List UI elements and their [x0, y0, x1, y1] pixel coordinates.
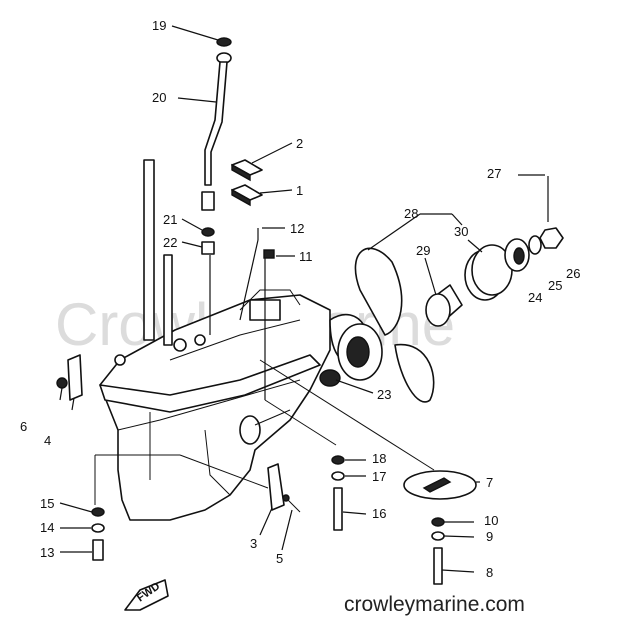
callout-9: 9: [486, 529, 493, 544]
callout-2: 2: [296, 136, 303, 151]
callout-24: 24: [528, 290, 542, 305]
callouts: 19 20 2 1 21 22 12 11 28 29 30 27 26 25 …: [20, 18, 580, 580]
bolt-8: [433, 547, 443, 585]
callout-13: 13: [40, 545, 54, 560]
washer-9: [431, 531, 445, 541]
callout-25: 25: [548, 278, 562, 293]
propeller-28: [329, 247, 435, 403]
bolt-6: [56, 377, 68, 389]
spacer-29: [425, 284, 463, 327]
callout-12: 12: [290, 221, 304, 236]
fwd-arrow: FWD: [124, 579, 169, 611]
callout-23: 23: [377, 387, 391, 402]
callout-11: 11: [299, 249, 313, 264]
callout-10: 10: [484, 513, 498, 528]
callout-22: 22: [163, 235, 177, 250]
bolt-16: [333, 487, 343, 531]
callout-18: 18: [372, 451, 386, 466]
nut-22: [201, 241, 215, 255]
washer-17: [331, 471, 345, 481]
callout-26: 26: [566, 266, 580, 281]
callout-16: 16: [372, 506, 386, 521]
callout-1: 1: [296, 183, 303, 198]
callout-28: 28: [404, 206, 418, 221]
shift-rod-assembly: [201, 37, 232, 211]
callout-5: 5: [276, 551, 283, 566]
bolt-13: [92, 539, 104, 561]
washer-25: [528, 235, 542, 255]
washer-14: [91, 523, 105, 533]
callout-3: 3: [250, 536, 257, 551]
prop-nut-26: [539, 227, 564, 249]
callout-7: 7: [486, 475, 493, 490]
callout-27: 27: [487, 166, 501, 181]
bushing-30: [464, 244, 513, 301]
callout-17: 17: [372, 469, 386, 484]
callout-21: 21: [163, 212, 177, 227]
lower-casing: [99, 159, 331, 521]
site-url: crowleymarine.com: [344, 593, 525, 616]
washer-21: [201, 227, 215, 237]
callout-19: 19: [152, 18, 166, 33]
nut-11: [263, 249, 275, 259]
callout-8: 8: [486, 565, 493, 580]
washer-24-hole: [513, 247, 525, 265]
callout-30: 30: [454, 224, 468, 239]
trim-tab-3: [267, 463, 285, 511]
callout-15: 15: [40, 496, 54, 511]
callout-6: 6: [20, 419, 27, 434]
callout-14: 14: [40, 520, 54, 535]
bolt-5-head: [282, 494, 290, 502]
seal-pads: [231, 159, 263, 207]
cover-plate-7: [403, 470, 477, 500]
washer-10: [431, 517, 445, 527]
callout-29: 29: [416, 243, 430, 258]
callout-20: 20: [152, 90, 166, 105]
washer-18: [331, 455, 345, 465]
anode-clip-4: [67, 354, 83, 401]
washer-15: [91, 507, 105, 517]
leader-lines: [59, 25, 545, 573]
thrust-washer-23: [319, 369, 341, 387]
callout-4: 4: [44, 433, 51, 448]
